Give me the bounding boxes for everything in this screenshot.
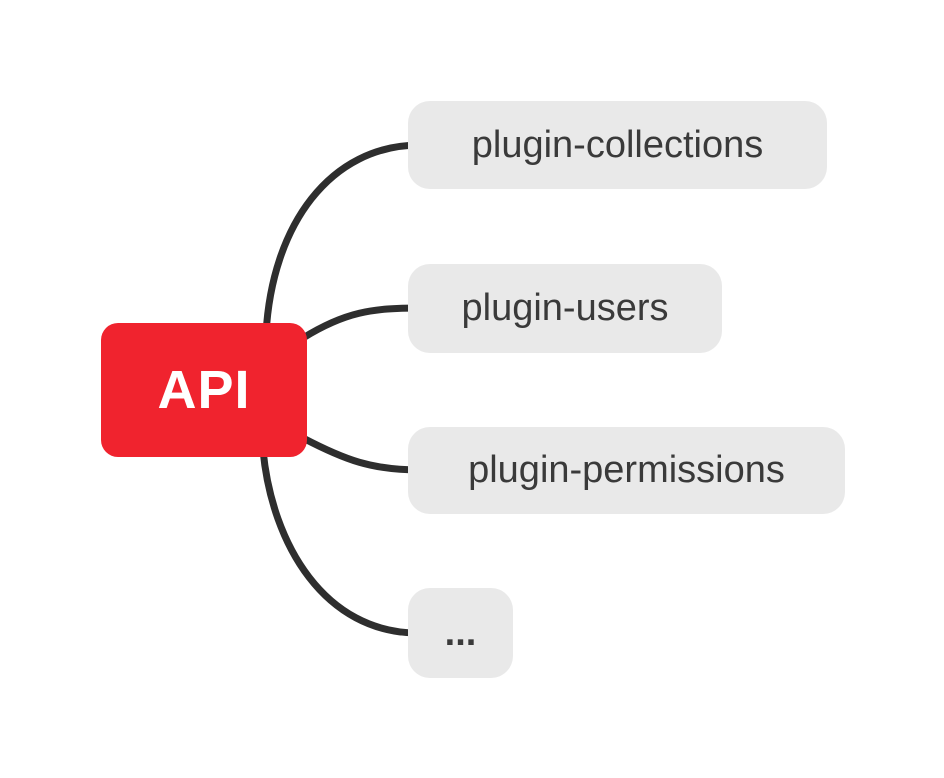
child-node-plugin-users[interactable]: plugin-users — [408, 264, 722, 353]
root-node-api[interactable]: API — [101, 323, 307, 457]
child-node-label: plugin-collections — [471, 123, 764, 166]
connector-line-plugin-permissions — [299, 434, 424, 474]
root-node-label: API — [157, 360, 251, 420]
connector-line-ellipsis — [259, 446, 422, 637]
child-node-plugin-permissions[interactable]: plugin-permissions — [408, 427, 845, 514]
connector-line-plugin-collections — [262, 141, 424, 338]
child-node-ellipsis[interactable]: ... — [408, 588, 513, 678]
child-node-label: plugin-permissions — [468, 449, 785, 491]
connector-line-plugin-users — [299, 304, 424, 342]
child-node-plugin-collections[interactable]: plugin-collections — [408, 101, 827, 189]
child-node-label: plugin-users — [461, 287, 669, 329]
child-node-label: ... — [444, 611, 477, 654]
